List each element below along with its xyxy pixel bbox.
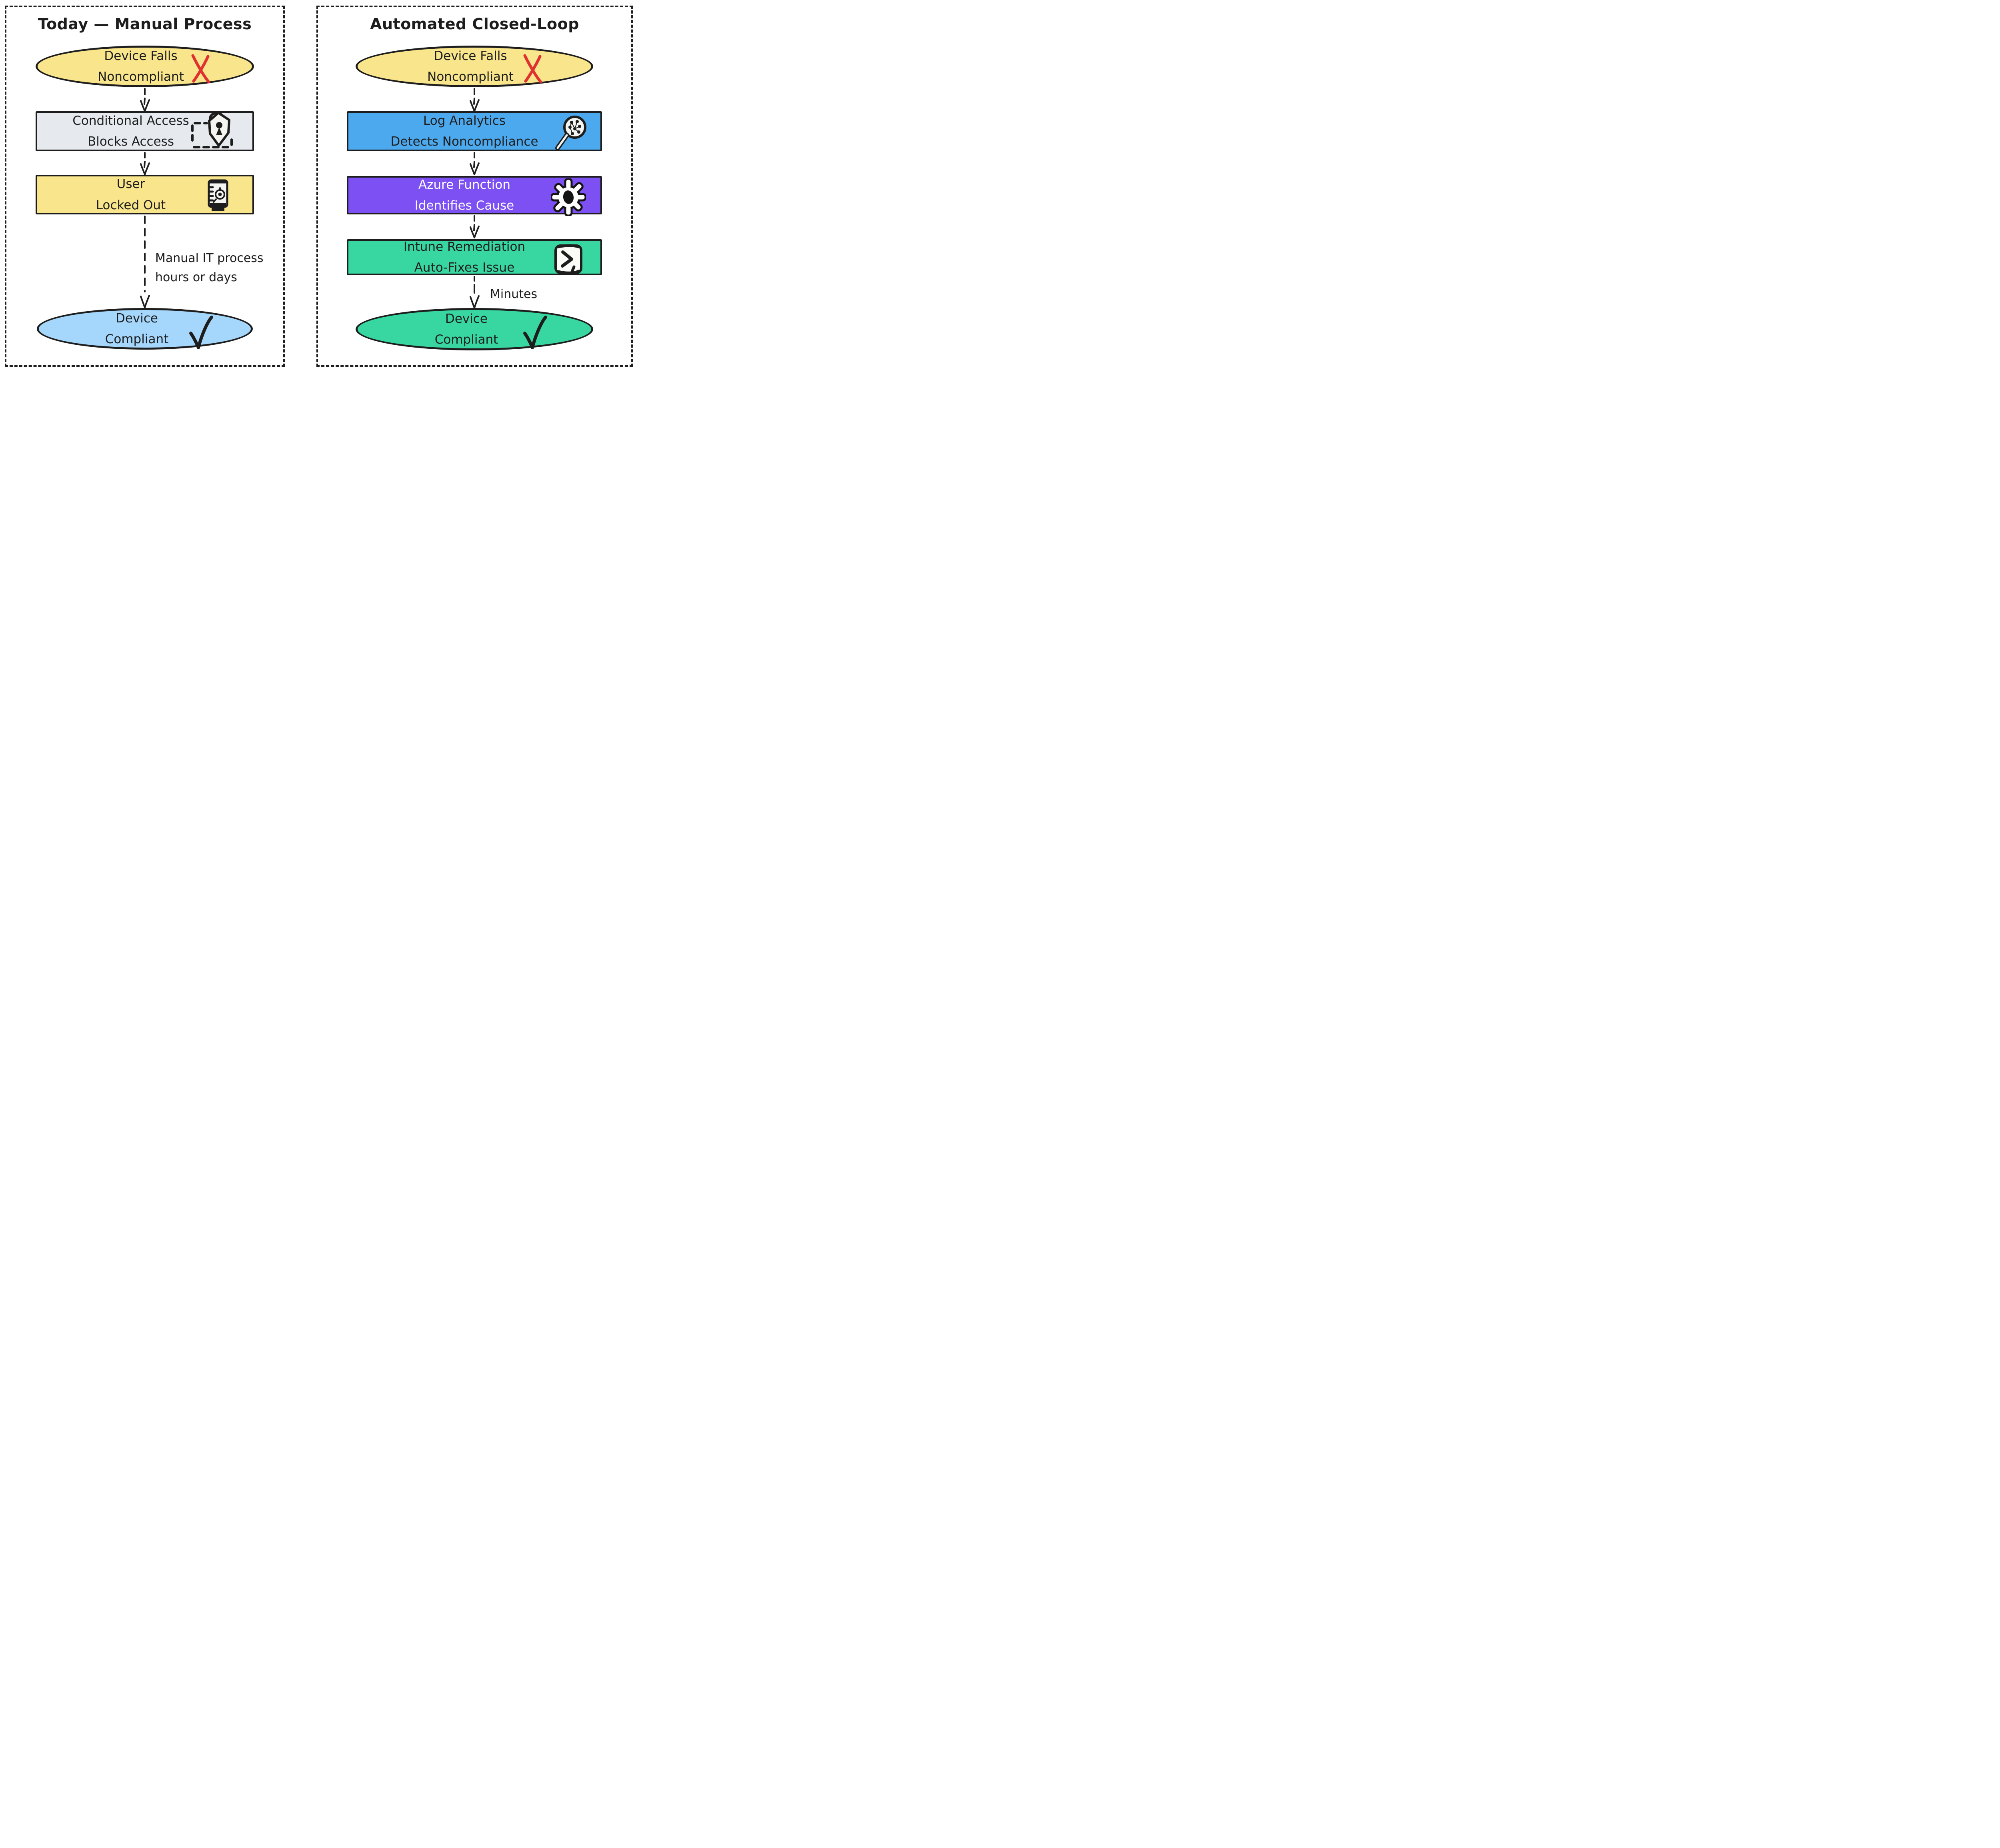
gear-icon [550, 178, 587, 217]
node-text-line: Device [445, 311, 488, 326]
node-text-line: Intune Remediation [403, 239, 526, 254]
checkmark-icon [188, 315, 214, 350]
red-x-icon [190, 53, 212, 84]
node-text-line: Device Falls [434, 48, 507, 63]
panel-automated-closed-loop: Automated Closed-Loop Device Falls Nonco… [316, 6, 633, 367]
node-text-line: Compliant [105, 332, 169, 346]
conditional-access-lock-icon [189, 107, 236, 152]
arrow-down [139, 88, 150, 112]
node-device-compliant: Device Compliant [37, 308, 253, 350]
node-intune-remediation-autofix: Intune Remediation Auto-Fixes Issue [347, 239, 602, 275]
node-text-line: Noncompliant [427, 70, 514, 84]
node-text-line: Noncompliant [98, 70, 184, 84]
node-conditional-access-blocks: Conditional Access Blocks Access [36, 111, 254, 151]
node-text-line: Log Analytics [423, 113, 506, 128]
arrow-down [469, 152, 480, 175]
node-text-line: Detects Noncompliance [390, 134, 538, 149]
edge-note-line: Manual IT process [155, 251, 264, 265]
node-log-analytics-detects: Log Analytics Detects Noncompliance [347, 111, 602, 151]
edge-note-manual-process: Manual IT process hours or days [155, 249, 264, 287]
node-user-locked-out: User Locked Out [36, 175, 254, 214]
edge-note-minutes: Minutes [490, 287, 538, 301]
edge-note-line: hours or days [155, 270, 237, 284]
node-device-falls-noncompliant: Device Falls Noncompliant [36, 46, 254, 87]
node-text-line: Identifies Cause [414, 198, 514, 213]
safe-vault-icon [207, 178, 229, 212]
arrow-down-minutes [469, 276, 480, 309]
node-text-line: Conditional Access [72, 113, 189, 128]
panel-title: Automated Closed-Loop [370, 15, 579, 33]
arrow-down [469, 215, 480, 238]
panel-manual-process: Today — Manual Process Device Falls Nonc… [5, 6, 285, 367]
node-text-line: Locked Out [96, 198, 166, 212]
node-text-line: Auto-Fixes Issue [414, 260, 515, 275]
node-device-compliant: Device Compliant [356, 308, 593, 350]
arrow-down-dashed [139, 216, 150, 308]
panel-title: Today — Manual Process [38, 15, 252, 33]
flowchart-canvas: { "colors": { "ink": "#1d1d1d", "yellow"… [0, 0, 633, 370]
node-text-line: User [116, 177, 145, 192]
red-x-icon [522, 53, 544, 84]
node-text-line: Device Falls [104, 48, 178, 63]
node-text-line: Azure Function [418, 177, 510, 192]
arrow-down [139, 152, 150, 175]
checkmark-icon [522, 315, 548, 350]
node-text-line: Compliant [434, 332, 498, 347]
node-text-line: Device [115, 311, 158, 326]
node-text-line: Blocks Access [88, 134, 174, 149]
powershell-icon [554, 243, 583, 275]
node-device-falls-noncompliant: Device Falls Noncompliant [356, 46, 593, 87]
node-azure-function-identifies: Azure Function Identifies Cause [347, 176, 602, 217]
magnifier-icon [552, 114, 589, 151]
arrow-down [469, 88, 480, 112]
